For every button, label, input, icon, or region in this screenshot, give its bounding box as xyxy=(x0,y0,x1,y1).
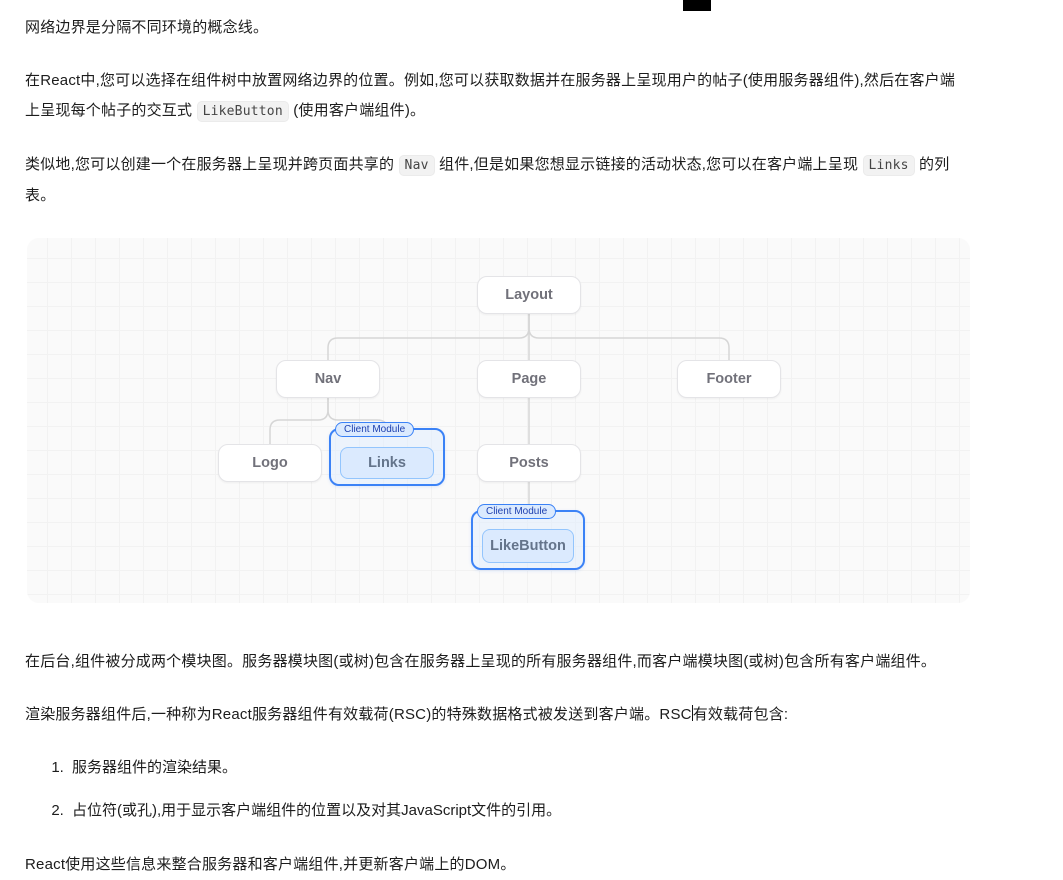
node-label: Layout xyxy=(505,287,553,303)
node-label: Links xyxy=(368,455,406,471)
node-label: LikeButton xyxy=(490,538,566,554)
tree-node-links: Links xyxy=(340,447,434,479)
tree-node-likebutton: LikeButton xyxy=(482,529,574,563)
paragraph-text: 网络边界是分隔不同环境的概念线。 xyxy=(25,19,269,36)
node-label: Logo xyxy=(252,455,288,471)
list-item: 占位符(或孔),用于显示客户端组件的位置以及对其JavaScript文件的引用。 xyxy=(68,796,970,826)
paragraph-text: React使用这些信息来整合服务器和客户端组件,并更新客户端上的DOM。 xyxy=(25,856,516,873)
paragraph-text: 组件,但是如果您想显示链接的活动状态,您可以在客户端上呈现 xyxy=(434,156,863,173)
paragraph-nav-links: 类似地,您可以创建一个在服务器上呈现并跨页面共享的 Nav 组件,但是如果您想显… xyxy=(25,150,970,211)
text-caret xyxy=(691,705,693,721)
rsc-payload-list: 服务器组件的渲染结果。 占位符(或孔),用于显示客户端组件的位置以及对其Java… xyxy=(25,753,970,826)
paragraph-text: 在React中,您可以选择在组件树中放置网络边界的位置。例如,您可以获取数据并在… xyxy=(25,72,956,119)
paragraph-network-boundary: 网络边界是分隔不同环境的概念线。 xyxy=(25,13,970,43)
paragraph-module-graphs: 在后台,组件被分成两个模块图。服务器模块图(或树)包含在服务器上呈现的所有服务器… xyxy=(25,647,970,677)
paragraph-text: 的列表。 xyxy=(25,156,950,204)
paragraph-text: (使用客户端组件)。 xyxy=(288,102,426,119)
client-module-badge: Client Module xyxy=(335,422,415,437)
paragraph-react-boundary-placement: 在React中,您可以选择在组件树中放置网络边界的位置。例如,您可以获取数据并在… xyxy=(25,66,970,127)
tree-node-footer: Footer xyxy=(677,360,781,398)
node-label: Footer xyxy=(706,371,752,387)
tree-node-nav: Nav xyxy=(276,360,380,398)
paragraph-text: 在后台,组件被分成两个模块图。服务器模块图(或树)包含在服务器上呈现的所有服务器… xyxy=(25,653,937,670)
tree-node-posts: Posts xyxy=(477,444,581,482)
client-module-wrapper-likebutton: Client Module LikeButton xyxy=(471,504,585,570)
client-module-badge: Client Module xyxy=(477,504,557,519)
tree-node-layout: Layout xyxy=(477,276,581,314)
tree-node-page: Page xyxy=(477,360,581,398)
article-content: 网络边界是分隔不同环境的概念线。 在React中,您可以选择在组件树中放置网络边… xyxy=(0,0,995,880)
list-item-text: 服务器组件的渲染结果。 xyxy=(72,759,238,776)
node-label: Nav xyxy=(314,371,342,387)
paragraph-react-reconcile: React使用这些信息来整合服务器和客户端组件,并更新客户端上的DOM。 xyxy=(25,850,970,880)
paragraph-text: 类似地,您可以创建一个在服务器上呈现并跨页面共享的 xyxy=(25,156,399,173)
tree-node-logo: Logo xyxy=(218,444,322,482)
client-module-wrapper-links: Client Module Links xyxy=(329,422,445,486)
list-item: 服务器组件的渲染结果。 xyxy=(68,753,970,783)
paragraph-text: 渲染服务器组件后,一种称为React服务器组件有效载荷(RSC)的特殊数据格式被… xyxy=(25,706,692,723)
inline-code-nav: Nav xyxy=(398,155,435,176)
paragraph-text: 有效载荷包含: xyxy=(692,706,789,723)
inline-code-links: Links xyxy=(862,155,915,176)
list-item-text: 占位符(或孔),用于显示客户端组件的位置以及对其JavaScript文件的引用。 xyxy=(72,802,562,819)
component-tree-diagram: Layout Nav Page Footer Logo Posts Client… xyxy=(27,238,970,603)
paragraph-rsc-payload: 渲染服务器组件后,一种称为React服务器组件有效载荷(RSC)的特殊数据格式被… xyxy=(25,700,970,730)
node-label: Page xyxy=(511,371,547,387)
inline-code-likebutton: LikeButton xyxy=(196,101,289,122)
node-label: Posts xyxy=(509,455,549,471)
top-black-bar xyxy=(683,0,711,11)
